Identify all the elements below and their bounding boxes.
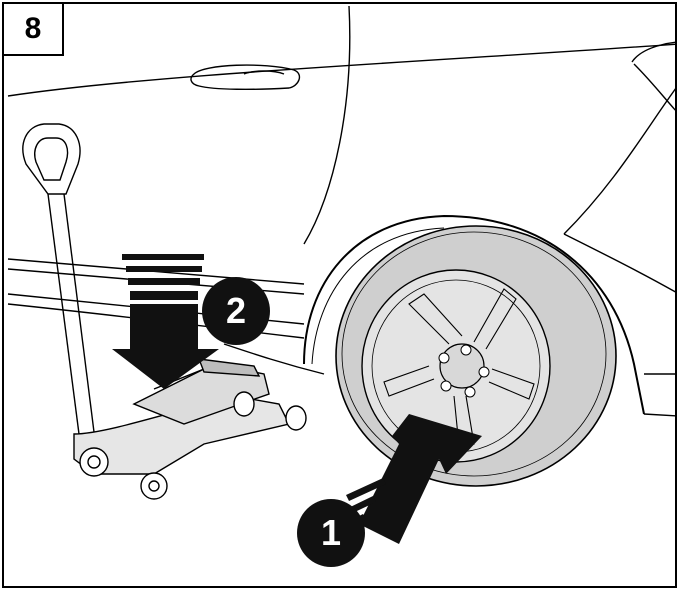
step-number-box: 8 [4, 4, 64, 56]
arrow-down-icon [112, 254, 219, 389]
step-number: 8 [24, 12, 42, 45]
floor-jack [22, 123, 307, 500]
callout-1-label: 1 [320, 512, 342, 553]
callout-1: 1 [297, 499, 365, 567]
callout-2-label: 2 [225, 290, 247, 331]
wheel [335, 225, 617, 487]
callout-2: 2 [202, 277, 270, 345]
wheel-arch [303, 214, 645, 415]
car-jack-illustration [7, 5, 675, 544]
